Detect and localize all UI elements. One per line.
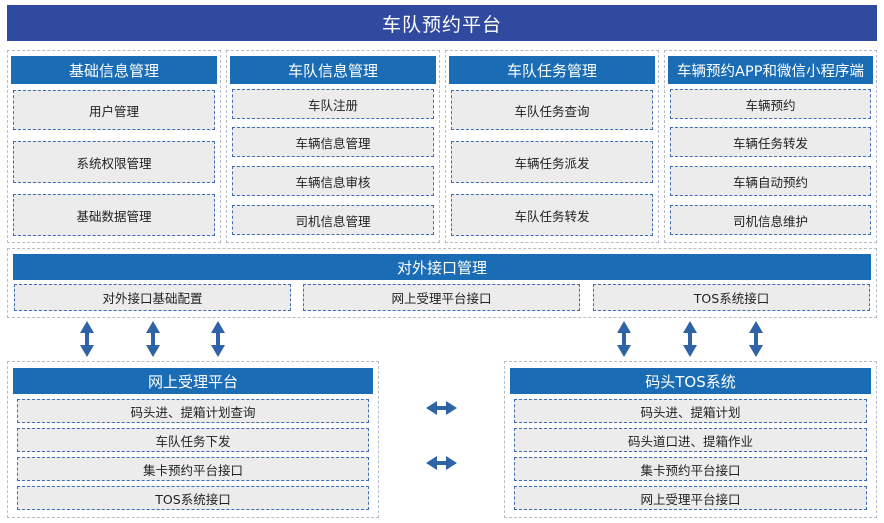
module-header-basic-info: 基础信息管理 bbox=[11, 56, 217, 84]
left-system-header: 网上受理平台 bbox=[13, 368, 373, 394]
module-item[interactable]: 车队任务转发 bbox=[451, 194, 653, 236]
right-system-item[interactable]: 码头进、提箱计划 bbox=[514, 399, 867, 423]
interface-item[interactable]: TOS系统接口 bbox=[593, 284, 870, 311]
horizontal-double-arrow-icon bbox=[426, 456, 457, 470]
module-item[interactable]: 车辆自动预约 bbox=[670, 166, 871, 196]
interface-item[interactable]: 对外接口基础配置 bbox=[14, 284, 291, 311]
module-item[interactable]: 系统权限管理 bbox=[13, 141, 215, 183]
vertical-double-arrow-icon bbox=[617, 321, 631, 357]
module-header-app: 车辆预约APP和微信小程序端 bbox=[668, 56, 873, 84]
page-title: 车队预约平台 bbox=[7, 5, 877, 41]
module-item[interactable]: 车队注册 bbox=[232, 89, 434, 119]
right-system-item[interactable]: 集卡预约平台接口 bbox=[514, 457, 867, 481]
right-system-item[interactable]: 网上受理平台接口 bbox=[514, 486, 867, 510]
vertical-double-arrow-icon bbox=[211, 321, 225, 357]
module-item[interactable]: 司机信息维护 bbox=[670, 205, 871, 235]
module-item[interactable]: 车辆任务派发 bbox=[451, 141, 653, 183]
module-header-fleet-info: 车队信息管理 bbox=[230, 56, 436, 84]
vertical-double-arrow-icon bbox=[683, 321, 697, 357]
module-item[interactable]: 车辆信息管理 bbox=[232, 127, 434, 157]
vertical-double-arrow-icon bbox=[146, 321, 160, 357]
vertical-double-arrow-icon bbox=[80, 321, 94, 357]
module-item[interactable]: 车辆预约 bbox=[670, 89, 871, 119]
left-system-item[interactable]: 车队任务下发 bbox=[17, 428, 369, 452]
horizontal-double-arrow-icon bbox=[426, 401, 457, 415]
left-system-item[interactable]: TOS系统接口 bbox=[17, 486, 369, 510]
left-system-item[interactable]: 集卡预约平台接口 bbox=[17, 457, 369, 481]
interface-header: 对外接口管理 bbox=[13, 254, 871, 280]
module-item[interactable]: 用户管理 bbox=[13, 90, 215, 130]
vertical-double-arrow-icon bbox=[749, 321, 763, 357]
module-item[interactable]: 车辆信息审核 bbox=[232, 166, 434, 196]
module-item[interactable]: 车队任务查询 bbox=[451, 90, 653, 130]
module-header-fleet-task: 车队任务管理 bbox=[449, 56, 655, 84]
module-item[interactable]: 司机信息管理 bbox=[232, 205, 434, 235]
right-system-item[interactable]: 码头道口进、提箱作业 bbox=[514, 428, 867, 452]
interface-item[interactable]: 网上受理平台接口 bbox=[303, 284, 580, 311]
module-item[interactable]: 车辆任务转发 bbox=[670, 127, 871, 157]
left-system-item[interactable]: 码头进、提箱计划查询 bbox=[17, 399, 369, 423]
module-item[interactable]: 基础数据管理 bbox=[13, 194, 215, 236]
right-system-header: 码头TOS系统 bbox=[510, 368, 871, 394]
